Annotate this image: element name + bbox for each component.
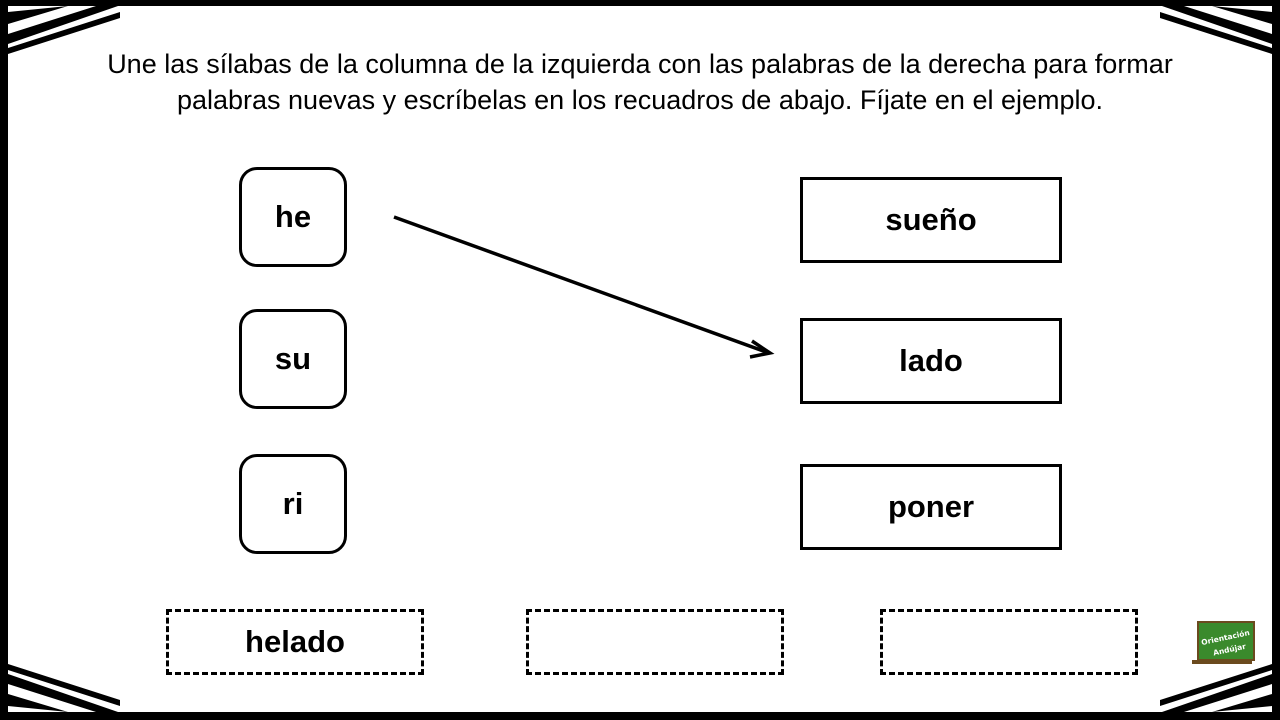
chalkboard-logo-icon: Orientación Andújar (1192, 621, 1255, 664)
answer-box-3[interactable] (880, 609, 1138, 675)
word-card-lado[interactable]: lado (800, 318, 1062, 404)
top-left-corner-stripes (8, 6, 120, 54)
answer-box-2[interactable] (526, 609, 784, 675)
instruction-text: Une las sílabas de la columna de la izqu… (107, 49, 1173, 115)
syllable-card-ri[interactable]: ri (239, 454, 347, 554)
word-card-sueno[interactable]: sueño (800, 177, 1062, 263)
syllable-card-su[interactable]: su (239, 309, 347, 409)
example-connector-arrow (393, 215, 775, 359)
answer-box-1[interactable]: helado (166, 609, 424, 675)
word-card-poner[interactable]: poner (800, 464, 1062, 550)
bottom-left-corner-stripes (8, 664, 120, 712)
worksheet-page: Une las sílabas de la columna de la izqu… (8, 6, 1272, 712)
top-right-corner-stripes (1160, 6, 1272, 54)
syllable-card-he[interactable]: he (239, 167, 347, 267)
bottom-right-corner-stripes (1160, 664, 1272, 712)
